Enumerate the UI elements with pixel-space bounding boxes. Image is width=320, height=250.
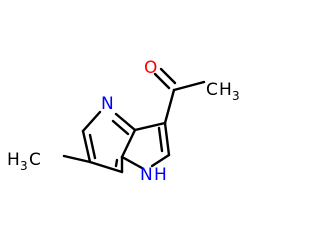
- bond-c2-n1: [150, 153, 171, 168]
- molecule-structure: O C H 3 N H 3 C N H: [7, 58, 240, 185]
- ring-methyl-c: C: [29, 150, 41, 170]
- bond-c7-c7a-inner: [114, 158, 119, 168]
- bond-carbonyl-methyl: [172, 80, 206, 92]
- bond-n1-c7a: [120, 155, 144, 170]
- pyridine-nitrogen-label: N: [101, 94, 114, 114]
- atom-labels: O C H 3 N H 3 C N H: [7, 58, 240, 185]
- nh-hydrogen-label: H: [154, 165, 167, 185]
- ring-methyl-h: H: [7, 150, 20, 170]
- bond-c3a-n4-inner: [111, 119, 130, 136]
- bond-co-double-2: [159, 67, 177, 85]
- acetyl-methyl-c: C: [206, 80, 218, 100]
- ring-methyl-sub: 3: [20, 159, 28, 173]
- bonds: [62, 67, 206, 174]
- bond-c3-c2: [163, 121, 171, 157]
- bond-co-double-1: [153, 72, 171, 90]
- acetyl-methyl-sub: 3: [232, 89, 240, 103]
- bond-c6-c7: [88, 160, 124, 174]
- nh-nitrogen-label: N: [140, 165, 153, 185]
- acetyl-methyl-h: H: [219, 80, 232, 100]
- bond-carbonyl-ring: [163, 88, 176, 125]
- oxygen-label: O: [144, 58, 157, 78]
- bond-c3a-n4: [114, 112, 137, 132]
- bond-c6-methyl: [62, 154, 92, 164]
- bond-c5-c6-inner: [88, 133, 97, 160]
- bond-c5-c6: [81, 129, 92, 164]
- bond-n4-c5: [81, 110, 102, 133]
- bond-c7a-c3a: [120, 128, 137, 159]
- bond-c3-c2-inner: [157, 126, 164, 153]
- bond-c3-c3a: [133, 121, 167, 132]
